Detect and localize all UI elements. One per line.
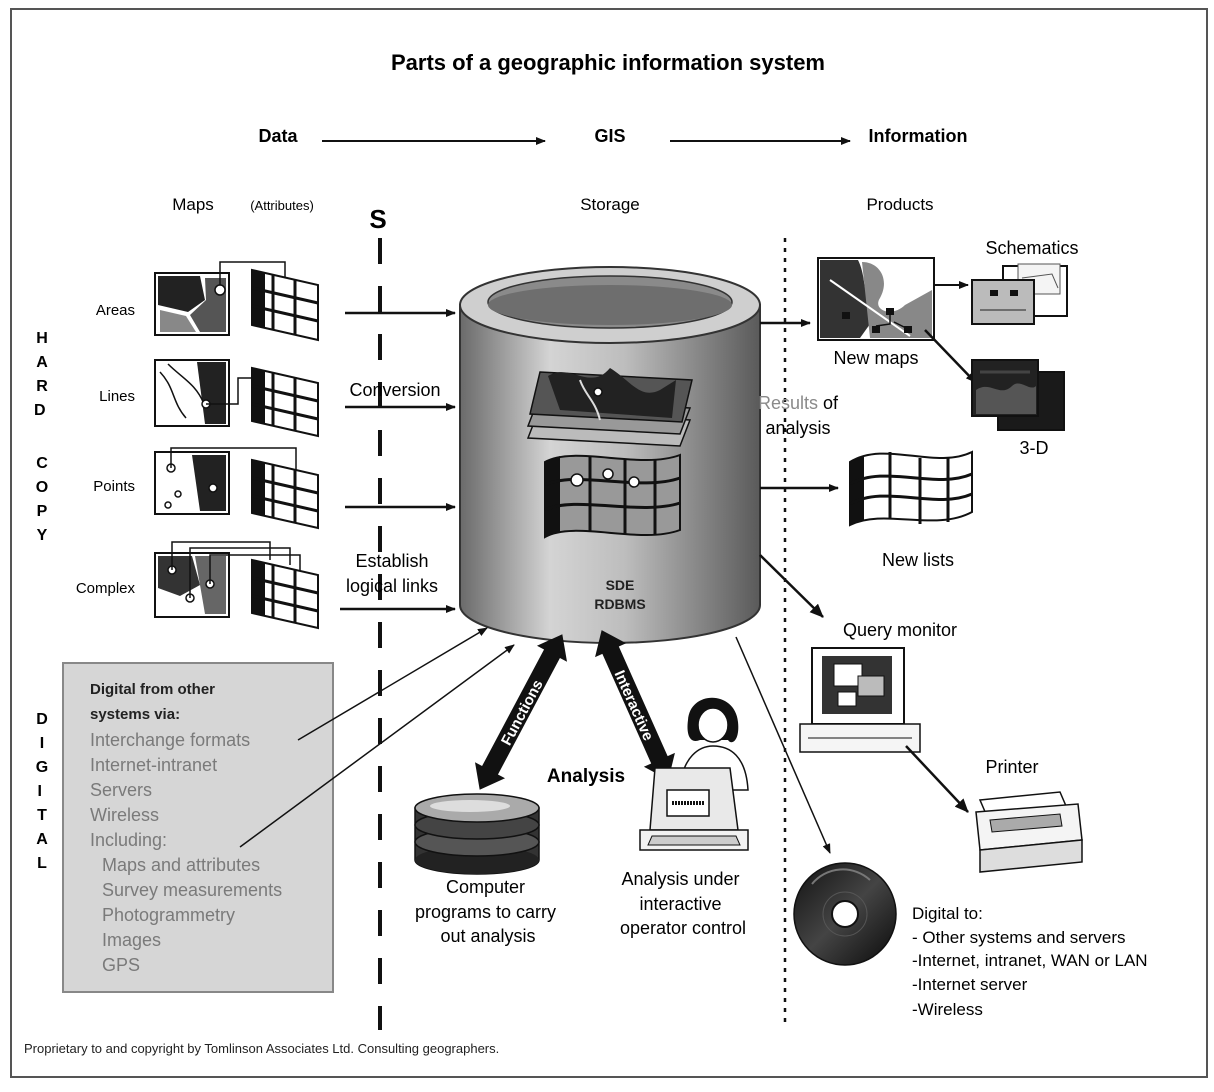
operator-at-terminal-icon [639, 697, 749, 851]
schematics-icon [971, 263, 1068, 325]
digital-box-subitem: Images [102, 930, 161, 950]
svg-text:Interactive: Interactive [611, 668, 657, 743]
digital-box-item: Servers [90, 780, 152, 800]
digital-box-subitem: Photogrammetry [102, 905, 235, 925]
input-row-lines: Lines [99, 388, 135, 405]
schematics-label: Schematics [985, 238, 1078, 258]
digital-box-subitem: Survey measurements [102, 880, 282, 900]
query-monitor-to-printer-arrow [905, 745, 969, 813]
digital-box-item: Interchange formats [90, 730, 250, 750]
new-maps-icon [817, 257, 935, 341]
newmaps-to-3d-arrow [924, 329, 976, 383]
new-lists-label: New lists [882, 550, 954, 570]
attributes-header: (Attributes) [250, 198, 314, 213]
storage-to-digital-arrow [735, 636, 831, 854]
areas-attribute-table [251, 268, 319, 342]
rdbms-label: RDBMS [594, 596, 645, 612]
three-d-icon [971, 359, 1065, 431]
interactive-double-arrow: Interactive [595, 630, 675, 780]
interchange-to-storage-arrow [297, 627, 488, 741]
results-label-line2: analysis [765, 418, 830, 438]
new-lists-icon [849, 450, 973, 527]
s-marker: S [369, 204, 386, 234]
products-header: Products [866, 195, 933, 214]
storage-header: Storage [580, 195, 640, 214]
digital-box-heading-2: systems via: [90, 706, 180, 723]
complex-link-lines [171, 541, 301, 598]
digital-output-disc-icon [793, 862, 897, 966]
sde-label: SDE [606, 577, 635, 593]
digital-to-list: Digital to: - Other systems and servers … [912, 904, 1152, 1019]
flow-information-label: Information [869, 126, 968, 146]
digital-box-item: Including: [90, 830, 167, 850]
copyright-note: Proprietary to and copyright by Tomlinso… [24, 1041, 499, 1056]
storage-attribute-table [544, 453, 681, 539]
query-monitor-label: Query monitor [843, 620, 957, 640]
results-label-line1: Results of [758, 393, 839, 413]
lines-attribute-table [251, 366, 319, 438]
digital-box-subitem: Maps and attributes [102, 855, 260, 875]
including-to-storage-arrow [239, 644, 515, 848]
computer-programs-caption: Computer programs to carry out analysis [415, 877, 561, 946]
new-maps-label: New maps [833, 348, 918, 368]
stacked-map-layers [526, 368, 693, 447]
input-row-areas: Areas [96, 302, 135, 319]
query-monitor-icon [799, 647, 921, 753]
points-link-line [170, 447, 297, 485]
printer-icon [975, 791, 1083, 873]
digital-box-item: Wireless [90, 805, 159, 825]
input-row-complex: Complex [76, 580, 136, 597]
establish-label-line1: Establish [355, 551, 428, 571]
complex-map-thumbnail [154, 552, 230, 618]
points-map-thumbnail [154, 451, 230, 515]
three-d-label: 3-D [1019, 438, 1048, 458]
input-row-points: Points [93, 478, 135, 495]
storage-to-query-monitor-arrow [759, 554, 824, 618]
digital-box-item: Internet-intranet [90, 755, 217, 775]
flow-data-label: Data [258, 126, 298, 146]
analysis-label: Analysis [547, 766, 625, 787]
diagram-title: Parts of a geographic information system [391, 50, 825, 75]
operator-caption: Analysis under interactive operator cont… [620, 869, 746, 938]
flow-gis-label: GIS [594, 126, 625, 146]
printer-label: Printer [985, 757, 1038, 777]
svg-text:Functions: Functions [498, 677, 547, 748]
digital-input-box [62, 662, 334, 993]
establish-label-line2: logical links [346, 576, 438, 596]
maps-header: Maps [172, 195, 214, 214]
computer-programs-database-icon [414, 793, 540, 875]
areas-map-thumbnail [154, 272, 230, 336]
lines-map-thumbnail [154, 359, 230, 427]
points-attribute-table [251, 458, 319, 530]
digital-box-heading-1: Digital from other [90, 681, 215, 698]
diagram-frame [10, 8, 1208, 1078]
conversion-label: Conversion [349, 380, 440, 400]
complex-attribute-table [251, 558, 319, 630]
digital-box-subitem: GPS [102, 955, 140, 975]
